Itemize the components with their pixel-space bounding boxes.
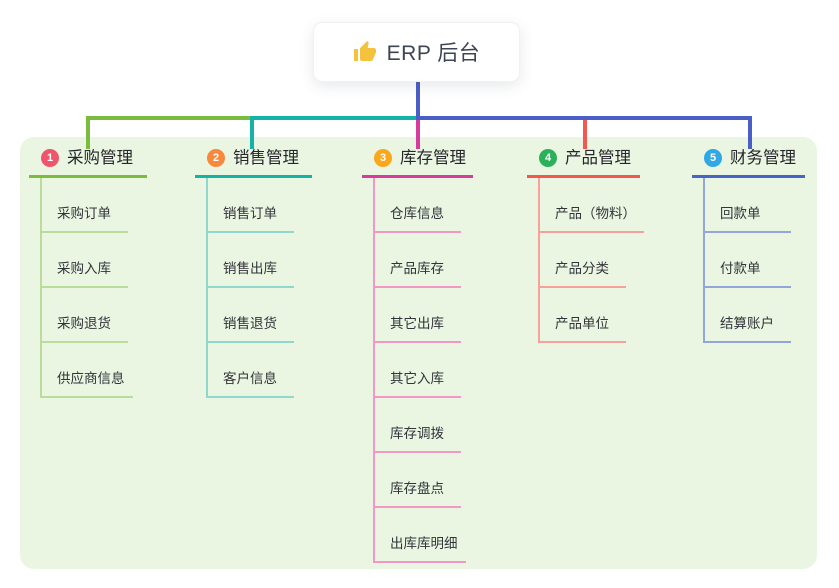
branches-panel xyxy=(20,137,817,569)
connector-children-purchase xyxy=(40,178,42,398)
connector-drop-purchase xyxy=(86,120,90,149)
connector-spine-finance xyxy=(416,116,752,120)
child-node-product-category[interactable]: 产品分类 xyxy=(538,259,626,288)
branch-title-label: 销售管理 xyxy=(233,149,299,167)
connector-drop-product xyxy=(583,120,587,149)
connector-children-inventory xyxy=(373,178,375,563)
branch-title-label: 财务管理 xyxy=(730,149,796,167)
child-node-other-inbound[interactable]: 其它入库 xyxy=(373,369,461,398)
connector-children-finance xyxy=(703,178,705,343)
connector-spine-sales xyxy=(250,116,420,120)
child-node-warehouse-info[interactable]: 仓库信息 xyxy=(373,204,461,233)
branch-title-purchase[interactable]: 1 采购管理 xyxy=(29,147,147,178)
branch-title-product[interactable]: 4 产品管理 xyxy=(527,147,640,178)
root-node-label: ERP 后台 xyxy=(386,42,481,65)
child-node-inout-detail[interactable]: 出库库明细 xyxy=(373,534,466,563)
child-node-product-unit[interactable]: 产品单位 xyxy=(538,314,626,343)
child-node-sales-order[interactable]: 销售订单 xyxy=(206,204,294,233)
branch-title-label: 库存管理 xyxy=(400,149,466,167)
connector-spine-purchase xyxy=(86,116,254,120)
child-node-product-material[interactable]: 产品（物料） xyxy=(538,204,644,233)
branch-title-sales[interactable]: 2 销售管理 xyxy=(195,147,312,178)
branch-badge-1: 1 xyxy=(41,149,59,167)
child-node-purchase-return[interactable]: 采购退货 xyxy=(40,314,128,343)
connector-children-sales xyxy=(206,178,208,398)
branch-badge-4: 4 xyxy=(539,149,557,167)
thumbs-up-icon xyxy=(353,41,376,61)
child-node-stock-check[interactable]: 库存盘点 xyxy=(373,479,461,508)
child-node-customer-info[interactable]: 客户信息 xyxy=(206,369,294,398)
branch-badge-3: 3 xyxy=(374,149,392,167)
child-node-product-stock[interactable]: 产品库存 xyxy=(373,259,461,288)
child-node-supplier-info[interactable]: 供应商信息 xyxy=(40,369,133,398)
branch-badge-2: 2 xyxy=(207,149,225,167)
branch-title-inventory[interactable]: 3 库存管理 xyxy=(362,147,473,178)
connector-drop-sales xyxy=(250,120,254,149)
branch-title-label: 产品管理 xyxy=(565,149,631,167)
child-node-sales-return[interactable]: 销售退货 xyxy=(206,314,294,343)
child-node-purchase-order[interactable]: 采购订单 xyxy=(40,204,128,233)
child-node-payment-bill[interactable]: 付款单 xyxy=(703,259,791,288)
child-node-sales-outbound[interactable]: 销售出库 xyxy=(206,259,294,288)
branch-title-finance[interactable]: 5 财务管理 xyxy=(692,147,805,178)
branch-title-label: 采购管理 xyxy=(67,149,133,167)
connector-trunk xyxy=(416,81,420,116)
root-node[interactable]: ERP 后台 xyxy=(313,22,520,82)
child-node-purchase-inbound[interactable]: 采购入库 xyxy=(40,259,128,288)
connector-children-product xyxy=(538,178,540,343)
connector-drop-inventory xyxy=(416,120,420,149)
child-node-settle-account[interactable]: 结算账户 xyxy=(703,314,791,343)
connector-drop-finance xyxy=(748,120,752,149)
child-node-receipt-bill[interactable]: 回款单 xyxy=(703,204,791,233)
branch-badge-5: 5 xyxy=(704,149,722,167)
child-node-other-outbound[interactable]: 其它出库 xyxy=(373,314,461,343)
child-node-stock-transfer[interactable]: 库存调拨 xyxy=(373,424,461,453)
